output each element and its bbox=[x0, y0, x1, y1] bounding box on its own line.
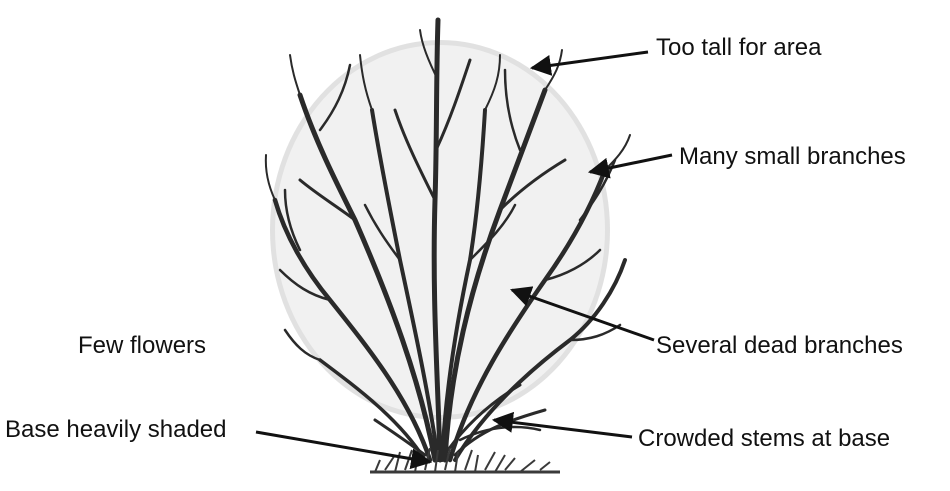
arrow-crowded-stems bbox=[494, 420, 632, 437]
base-grass bbox=[370, 448, 560, 472]
label-too-tall: Too tall for area bbox=[656, 36, 821, 60]
label-crowded-stems: Crowded stems at base bbox=[638, 427, 890, 451]
label-several-dead-branches: Several dead branches bbox=[656, 334, 903, 358]
label-few-flowers: Few flowers bbox=[78, 334, 206, 358]
arrow-many-small bbox=[590, 155, 672, 172]
arrow-base-shaded bbox=[256, 432, 430, 462]
label-base-heavily-shaded: Base heavily shaded bbox=[5, 418, 226, 442]
label-many-small-branches: Many small branches bbox=[679, 145, 906, 169]
arrow-too-tall bbox=[532, 52, 648, 68]
